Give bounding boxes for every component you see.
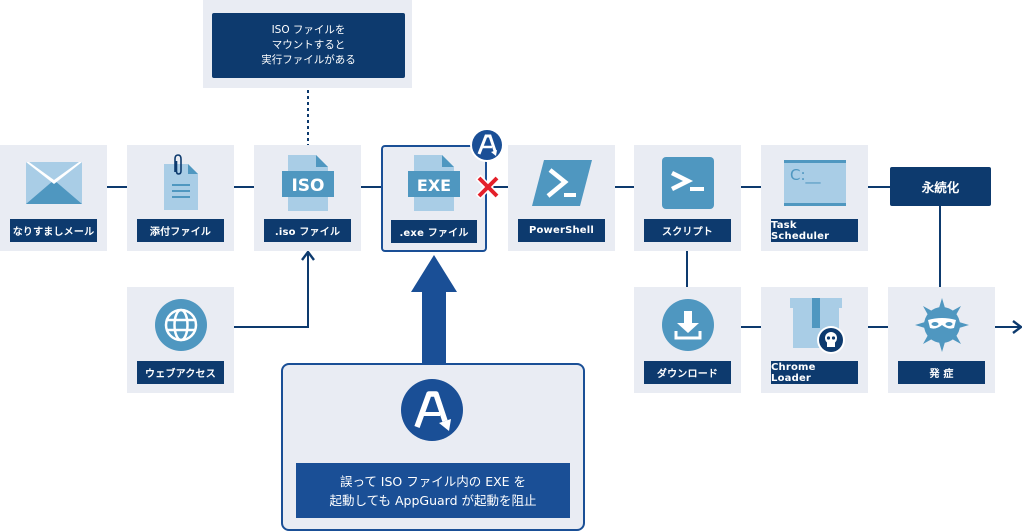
persistence-box: 永続化: [890, 167, 991, 206]
appguard-message-line: 起動しても AppGuard が起動を阻止: [329, 492, 537, 508]
node-web-access: ウェブアクセス: [127, 287, 234, 393]
globe-icon: [127, 295, 234, 355]
iso-mount-note-text: ISO ファイルを マウントすると 実行ファイルがある: [212, 13, 405, 78]
node-onset: 発 症: [888, 287, 995, 393]
attached-document-icon: [127, 153, 234, 213]
node-label: .exe ファイル: [391, 220, 477, 243]
appguard-message-line: 誤って ISO ファイル内の EXE を: [339, 473, 527, 489]
arrow-web-to-iso: [206, 252, 308, 328]
node-attachment: 添付ファイル: [127, 145, 234, 251]
svg-text:EXE: EXE: [417, 176, 451, 195]
download-icon: [634, 295, 741, 355]
node-label: Chrome Loader: [771, 361, 858, 384]
iso-mount-note: ISO ファイルを マウントすると 実行ファイルがある: [203, 0, 412, 88]
virus-icon: [888, 295, 995, 355]
iso-file-icon: ISO: [254, 153, 361, 213]
appguard-message: 誤って ISO ファイル内の EXE を 起動しても AppGuard が起動を…: [296, 463, 570, 518]
note-line: 実行ファイルがある: [261, 54, 356, 66]
malicious-package-icon: [761, 295, 868, 355]
appguard-badge-icon: [470, 128, 504, 162]
node-download: ダウンロード: [634, 287, 741, 393]
node-label: Task Scheduler: [771, 219, 858, 242]
exe-file-icon: EXE: [383, 153, 485, 213]
note-line: ISO ファイルを: [271, 24, 346, 36]
node-label: なりすましメール: [10, 219, 97, 242]
node-label: 発 症: [898, 361, 985, 384]
node-task-scheduler: C:__ Task Scheduler: [761, 145, 868, 251]
node-label: PowerShell: [518, 219, 605, 242]
appguard-protection-box: 誤って ISO ファイル内の EXE を 起動しても AppGuard が起動を…: [281, 363, 585, 531]
node-label: ダウンロード: [644, 361, 731, 384]
node-label: 添付ファイル: [137, 219, 224, 242]
node-mail: なりすましメール: [0, 145, 107, 251]
node-powershell: PowerShell: [508, 145, 615, 251]
appguard-up-arrow: [411, 255, 457, 365]
node-chrome-loader: Chrome Loader: [761, 287, 868, 393]
terminal-icon: [634, 153, 741, 213]
node-label: .iso ファイル: [264, 219, 351, 242]
node-iso: ISO .iso ファイル: [254, 145, 361, 251]
note-line: マウントすると: [271, 39, 346, 51]
node-script: スクリプト: [634, 145, 741, 251]
blocked-x-icon: [475, 174, 501, 200]
svg-text:C:__: C:__: [790, 166, 821, 185]
powershell-icon: [508, 153, 615, 213]
node-label: ウェブアクセス: [137, 361, 224, 384]
appguard-logo-icon: [401, 379, 463, 441]
svg-text:ISO: ISO: [291, 176, 324, 196]
envelope-icon: [0, 153, 107, 213]
node-exe: EXE .exe ファイル: [381, 145, 487, 252]
node-label: スクリプト: [644, 219, 731, 242]
command-prompt-icon: C:__: [761, 153, 868, 213]
